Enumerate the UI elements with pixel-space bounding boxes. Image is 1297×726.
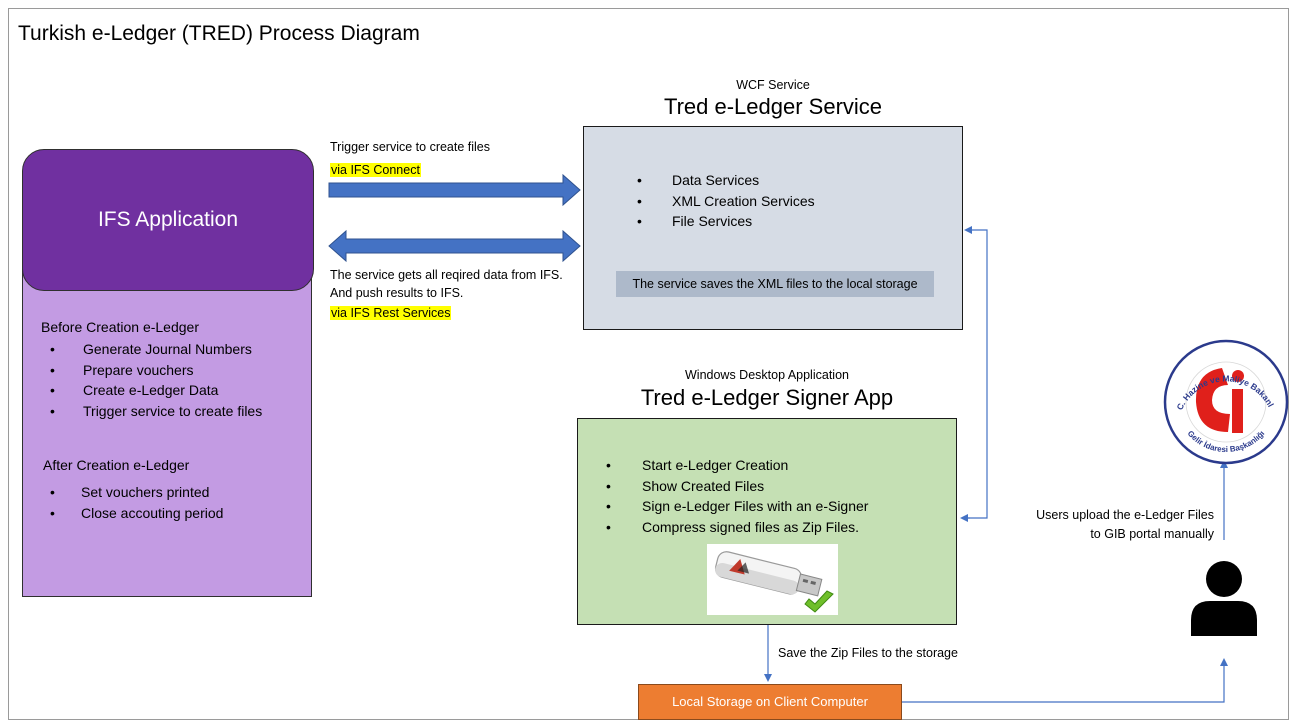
- list-item: •File Services: [637, 213, 753, 229]
- service-note: The service saves the XML files to the l…: [616, 271, 934, 297]
- list-item: •XML Creation Services: [637, 192, 815, 209]
- list-item: •Start e-Ledger Creation: [606, 457, 789, 473]
- upload-text-line-2: to GIB portal manually: [1090, 527, 1214, 541]
- data-text-line-2: And push results to IFS.: [330, 286, 464, 300]
- after-creation-label: After Creation e-Ledger: [43, 457, 190, 473]
- data-via-highlight: via IFS Rest Services: [330, 306, 452, 320]
- gib-logo-icon: [1163, 339, 1289, 465]
- user-icon: [1191, 561, 1257, 636]
- ifs-header-label: IFS Application: [97, 208, 239, 231]
- signer-items: •Start e-Ledger Creation •Show Created F…: [606, 455, 946, 537]
- ifs-header: IFS Application: [22, 149, 314, 291]
- after-creation-list: •Set vouchers printed •Close accouting p…: [50, 482, 310, 523]
- usb-token-icon: [707, 544, 838, 615]
- before-creation-list: •Generate Journal Numbers •Prepare vouch…: [50, 339, 310, 421]
- list-item: •Compress signed files as Zip Files.: [606, 518, 860, 535]
- save-zip-text: Save the Zip Files to the storage: [778, 646, 958, 660]
- data-via: via IFS Rest Services: [330, 306, 452, 320]
- storage-user-connector: [902, 658, 1228, 703]
- upload-text-line-1: Users upload the e-Ledger Files: [1036, 508, 1214, 522]
- upload-text: Users upload the e-Ledger Files to GIB p…: [1000, 506, 1214, 544]
- local-storage-label: Local Storage on Client Computer: [672, 694, 868, 709]
- list-item: •Trigger service to create files: [50, 402, 263, 419]
- ifs-panel: [22, 260, 312, 597]
- before-creation-label: Before Creation e-Ledger: [41, 319, 199, 335]
- signer-title: Tred e-Ledger Signer App: [640, 385, 894, 410]
- trigger-arrow: [328, 173, 581, 207]
- signer-service-connector: [962, 226, 988, 519]
- trigger-text: Trigger service to create files: [330, 140, 491, 154]
- list-item: •Prepare vouchers: [50, 361, 194, 378]
- diagram-title: Turkish e-Ledger (TRED) Process Diagram: [18, 22, 420, 45]
- list-item: •Close accouting period: [50, 504, 224, 521]
- list-item: •Set vouchers printed: [50, 484, 210, 500]
- list-item: •Sign e-Ledger Files with an e-Signer: [606, 498, 869, 514]
- local-storage-box: Local Storage on Client Computer: [638, 684, 902, 720]
- list-item: •Create e-Ledger Data: [50, 382, 219, 398]
- list-item: •Show Created Files: [606, 477, 765, 494]
- trigger-via-highlight: via IFS Connect: [330, 163, 421, 177]
- data-exchange-arrow: [328, 229, 581, 263]
- service-caption: WCF Service: [736, 78, 810, 92]
- signer-caption: Windows Desktop Application: [685, 368, 849, 382]
- list-item: •Data Services: [637, 172, 760, 188]
- data-text-line-1: The service gets all reqired data from I…: [330, 268, 563, 282]
- trigger-via: via IFS Connect: [330, 163, 421, 177]
- service-title: Tred e-Ledger Service: [663, 94, 883, 119]
- list-item: •Generate Journal Numbers: [50, 341, 252, 357]
- gib-logo-top-text: T.C. Hazine ve Maliye Bakanlığı: [0, 0, 1276, 412]
- service-items: •Data Services •XML Creation Services •F…: [637, 170, 937, 232]
